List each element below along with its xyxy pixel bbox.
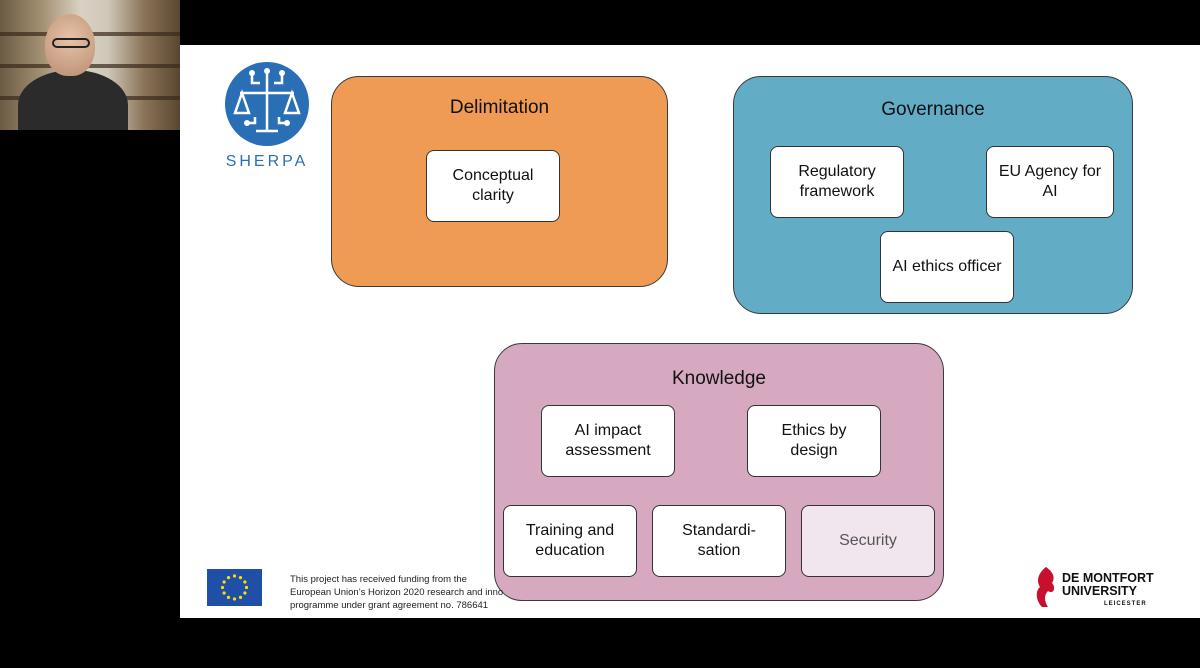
slide: SHERPA Delimitation Conceptual clarity G… <box>180 45 1200 618</box>
dmu-line-1: DE MONTFORT <box>1062 571 1154 585</box>
dmu-line-3: LEICESTER <box>1104 601 1147 607</box>
group-title: Knowledge <box>671 368 767 389</box>
box-ai-impact-assessment: AI impact assessment <box>541 405 675 477</box>
funding-statement: This project has received funding from t… <box>290 574 504 611</box>
box-training-and-education: Training and education <box>503 505 637 577</box>
group-delimitation: Delimitation Conceptual clarity <box>331 76 668 287</box>
dmu-wordmark: DE MONTFORT UNIVERSITY LEICESTER <box>1062 572 1154 611</box>
presenter-body <box>18 70 128 130</box>
scales-circuit-icon <box>225 62 309 146</box>
webcam-thumbnail <box>0 0 180 130</box>
box-standardisation: Standardi-sation <box>652 505 786 577</box>
box-regulatory-framework: Regulatory framework <box>770 146 904 218</box>
box-ai-ethics-officer: AI ethics officer <box>880 231 1014 303</box>
group-title: Delimitation <box>449 97 550 118</box>
sherpa-logo-text: SHERPA <box>225 153 309 170</box>
box-ethics-by-design: Ethics by design <box>747 405 881 477</box>
dmu-line-2: UNIVERSITY <box>1062 584 1138 598</box>
presenter-glasses <box>52 38 90 48</box>
eu-flag-icon <box>207 569 262 606</box>
box-conceptual-clarity: Conceptual clarity <box>426 150 560 222</box>
box-eu-agency-for-ai: EU Agency for AI <box>986 146 1114 218</box>
group-knowledge: Knowledge AI impact assessment Ethics by… <box>494 343 944 601</box>
box-security: Security <box>801 505 935 577</box>
sherpa-logo <box>222 59 312 159</box>
dmu-logo: DE MONTFORT UNIVERSITY LEICESTER <box>1032 565 1154 611</box>
lion-icon <box>1036 567 1055 607</box>
bookshelf <box>0 64 180 68</box>
group-title: Governance <box>881 99 985 120</box>
group-governance: Governance Regulatory framework EU Agenc… <box>733 76 1133 314</box>
